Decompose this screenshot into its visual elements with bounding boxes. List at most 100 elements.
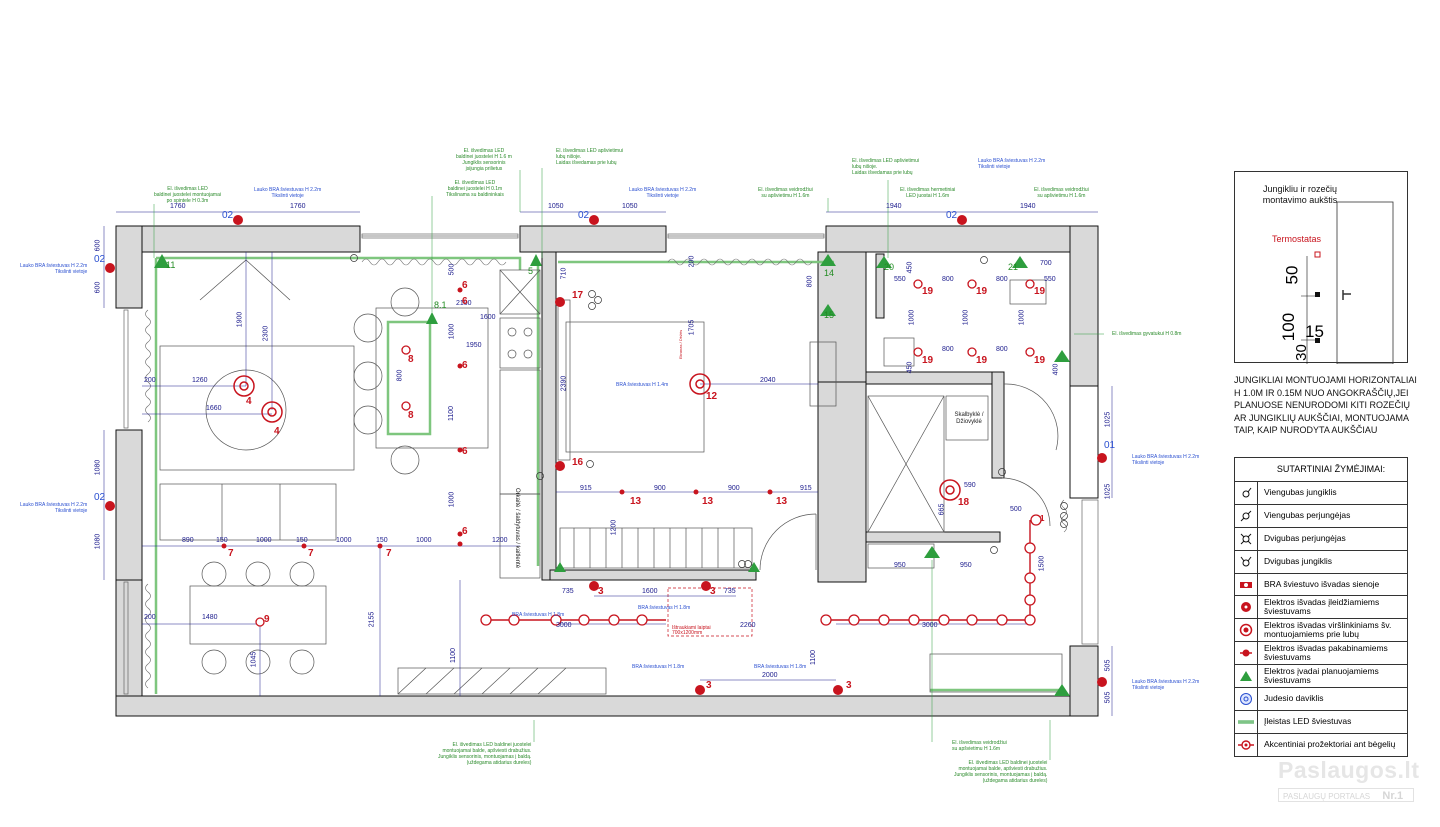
dim-label: 200 <box>144 614 156 621</box>
dim-label: 890 <box>182 537 194 544</box>
fixture-ref: 6 <box>462 360 468 371</box>
leader-lines <box>153 168 1104 760</box>
dim-label: 550 <box>894 276 906 283</box>
label-bra-18: BRA šviestuvas H 1.8m <box>632 664 685 670</box>
spot-markers <box>221 287 773 549</box>
height-50: 50 <box>1282 265 1302 285</box>
fixture-ref: 8 <box>408 354 414 365</box>
dim-label: 1950 <box>466 342 482 349</box>
dim-label: 1760 <box>170 203 186 210</box>
input-ref: 21 <box>1008 262 1019 272</box>
legend-title: SUTARTINIAI ŽYMĖJIMAI: <box>1235 458 1407 482</box>
label-kitchen-appliances: Orkaitė / šaldytuvas / kaitlentė <box>514 488 520 569</box>
bra-ref: 02 <box>222 210 234 221</box>
double-switch-icon <box>1240 556 1252 567</box>
dim-label: 950 <box>894 562 906 569</box>
legend-row: Dvigubas perjungėjas <box>1235 527 1407 551</box>
fixture-ref: 6 <box>462 296 468 307</box>
label-laundry: Skalbyklė / Džiovyklė <box>954 412 984 425</box>
dim-label: 2155 <box>368 611 376 628</box>
dim-label: 1480 <box>202 614 218 621</box>
fixture-ref: 6 <box>462 526 468 537</box>
dim-label: 400 <box>1052 363 1060 376</box>
watermark-number: Nr.1 <box>1382 790 1404 802</box>
legend-row: Elektros išvadas įleidžiamiems šviestuva… <box>1235 596 1407 620</box>
legend-text: Įleistas LED šviestuvas <box>1264 716 1352 727</box>
dim-label: 800 <box>942 276 954 283</box>
motion-sensor-icon <box>1240 692 1252 705</box>
pendant-fixtures <box>233 373 961 501</box>
input-ref: 20 <box>884 262 895 272</box>
fixture-ref: 3 <box>846 680 852 691</box>
legend-row: Elektros išvadas pakabinamiems šviestuva… <box>1235 642 1407 666</box>
dim-label: 3000 <box>922 622 938 629</box>
dim-label: 1000 <box>962 309 970 326</box>
height-30: 30 <box>1292 344 1310 361</box>
dim-label: 800 <box>996 276 1008 283</box>
dim-label: 1025 <box>1104 483 1112 500</box>
dim-label: 1705 <box>688 319 696 336</box>
mounting-diagram <box>1301 201 1394 364</box>
dim-label: 1050 <box>622 203 638 210</box>
dim-label: 1100 <box>448 405 456 422</box>
input-ref: 8.1 <box>434 300 447 310</box>
track-spot-icon <box>1238 740 1254 750</box>
fixture-ref: 13 <box>630 496 642 507</box>
fixture-ref: 7 <box>386 548 392 559</box>
legend-text: Viengubas jungiklis <box>1264 487 1337 498</box>
dimension-lines <box>103 211 1113 716</box>
dim-label: 915 <box>580 485 592 492</box>
input-ref: 15 <box>824 310 835 320</box>
dim-label: 200 <box>144 377 156 384</box>
dim-label: 1000 <box>416 537 432 544</box>
watermark: Paslaugos.lt PASLAUGŲ PORTALAS Nr.1 <box>1276 757 1419 805</box>
input-ref: 11 <box>166 260 176 270</box>
fixture-ref: 4 <box>274 426 280 437</box>
led-strip-icon <box>1238 720 1254 724</box>
legend-row: Įleistas LED šviestuvas <box>1235 710 1407 734</box>
legend-row: Viengubas jungiklis <box>1235 482 1407 505</box>
dim-label: 1200 <box>610 519 618 536</box>
legend-text: Dvigubas perjungėjas <box>1264 533 1346 544</box>
pendant-outlet-icon <box>1240 649 1252 657</box>
dim-label: 735 <box>562 588 574 595</box>
dim-label: 1660 <box>206 405 222 412</box>
watermark-tagline-text: PASLAUGŲ PORTALAS <box>1283 792 1371 801</box>
dim-label: 1045 <box>250 651 258 668</box>
legend-text: Elektros išvadas pakabinamiems šviestuva… <box>1264 643 1388 663</box>
dim-label: 150 <box>296 537 308 544</box>
dim-label: 915 <box>800 485 812 492</box>
legend-row: Judesio daviklis <box>1235 688 1407 711</box>
dim-label: 450 <box>906 261 914 274</box>
note-towel-heater: El. išvedimas gyvatukui H 0.8m <box>1112 331 1182 337</box>
fixture-ref: 8 <box>408 410 414 421</box>
bra-ref: 02 <box>94 492 106 503</box>
dim-label: 1080 <box>94 459 102 476</box>
dim-label: 1100 <box>450 647 458 664</box>
fixture-ref: 1 <box>1040 514 1045 523</box>
thermostat-label: Termostatas <box>1272 234 1322 244</box>
bra-ref: 02 <box>578 210 590 221</box>
watermark-tagline: PASLAUGŲ PORTALAS Nr.1 <box>1278 788 1414 802</box>
dim-label: 450 <box>906 361 914 374</box>
floor-input-icon <box>1240 671 1252 682</box>
legend-row: Viengubas perjungėjas <box>1235 504 1407 528</box>
legend-row: Dvigubas jungiklis <box>1235 550 1407 574</box>
dim-label: 550 <box>1044 276 1056 283</box>
dim-label: 1000 <box>448 323 456 340</box>
legend-text: Elektros išvadas viršlinkiniams šv. mont… <box>1264 620 1392 640</box>
fixture-ref: 19 <box>922 286 934 297</box>
